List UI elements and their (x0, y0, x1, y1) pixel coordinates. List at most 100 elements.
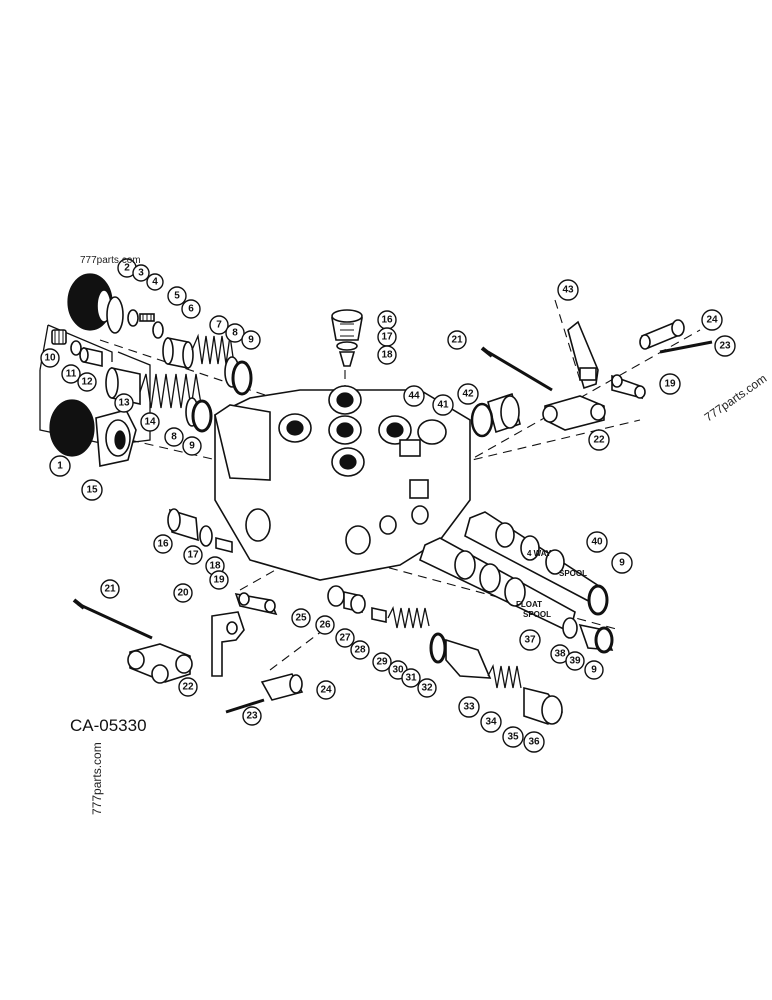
pin-24-top (639, 319, 685, 350)
svg-text:9: 9 (248, 335, 254, 346)
callout-3: 3 (132, 264, 150, 282)
callout-23-top: 23 (714, 335, 736, 357)
o-ring-5 (152, 321, 164, 339)
svg-text:3: 3 (138, 268, 144, 279)
callout-9-spool-upper: 9 (611, 552, 633, 574)
washer-31 (429, 632, 447, 664)
shim-2 (106, 296, 124, 334)
callout-44: 44 (403, 385, 425, 407)
callout-19-left: 19 (209, 570, 229, 590)
svg-text:29: 29 (376, 657, 388, 668)
svg-text:1: 1 (57, 461, 63, 472)
callout-24-left: 24 (316, 680, 336, 700)
spring-34 (487, 663, 522, 689)
seal-3 (127, 309, 139, 327)
svg-text:38: 38 (554, 649, 566, 660)
svg-text:6: 6 (188, 304, 194, 315)
float-spool-label-line2: SPOOL (523, 610, 551, 619)
callout-29: 29 (372, 652, 392, 672)
callout-17-top: 17 (377, 327, 397, 347)
svg-text:43: 43 (562, 285, 574, 296)
o-ring-9-spool-upper (587, 584, 609, 616)
seal-42 (487, 392, 521, 434)
cotter-23-top (659, 340, 713, 354)
callout-11: 11 (61, 364, 81, 384)
poppet-18-left (215, 536, 233, 554)
callout-26: 26 (315, 615, 335, 635)
svg-text:4: 4 (152, 277, 158, 288)
svg-text:15: 15 (86, 485, 98, 496)
svg-text:41: 41 (437, 400, 449, 411)
svg-text:37: 37 (524, 635, 536, 646)
callout-28: 28 (350, 640, 370, 660)
spring-7 (191, 333, 235, 365)
relief-plug-16-top (331, 309, 363, 341)
cotter-23-left (225, 698, 265, 714)
callout-40: 40 (586, 531, 608, 553)
svg-text:23: 23 (246, 711, 258, 722)
callout-22-top: 22 (588, 429, 610, 451)
svg-text:8: 8 (232, 328, 238, 339)
svg-text:22: 22 (593, 435, 605, 446)
spool-37-float (419, 537, 576, 634)
svg-text:16: 16 (381, 315, 393, 326)
callout-1: 1 (49, 455, 71, 477)
watermark-right: 777parts.com (702, 371, 770, 424)
four-way-spool-label-line1: 4 WAY (527, 549, 552, 558)
svg-text:7: 7 (216, 320, 222, 331)
callout-5: 5 (167, 286, 187, 306)
washer-38 (562, 617, 578, 639)
poppet-18-top (338, 351, 356, 367)
handle-20 (211, 611, 245, 677)
callout-32: 32 (417, 678, 437, 698)
callout-39: 39 (565, 651, 585, 671)
sleeve-6 (162, 337, 194, 369)
svg-text:35: 35 (507, 732, 519, 743)
cap-1-bottom (49, 399, 95, 457)
svg-text:31: 31 (405, 673, 417, 684)
clevis-22-left (127, 643, 193, 684)
svg-text:34: 34 (485, 717, 497, 728)
svg-text:33: 33 (463, 702, 475, 713)
callout-4: 4 (146, 273, 164, 291)
svg-text:20: 20 (177, 588, 189, 599)
handle-43 (567, 320, 599, 390)
cap-1-top (67, 273, 113, 331)
housing-15 (95, 409, 137, 467)
valve-body-44 (214, 385, 471, 581)
svg-text:9: 9 (619, 558, 625, 569)
spring-29 (387, 606, 430, 629)
o-ring-9-top (231, 360, 253, 396)
callout-25: 25 (291, 608, 311, 628)
four-way-spool-label-line2: SPOOL (559, 569, 587, 578)
callout-10: 10 (40, 348, 60, 368)
svg-text:19: 19 (213, 575, 225, 586)
housing-32 (445, 638, 492, 679)
svg-text:32: 32 (421, 683, 433, 694)
callout-16-top: 16 (377, 310, 397, 330)
screw-4 (139, 313, 155, 322)
pin-24-left (260, 673, 304, 701)
cap-39 (578, 623, 614, 654)
callout-8-top: 8 (225, 323, 245, 343)
callout-43: 43 (557, 279, 579, 301)
svg-text:26: 26 (319, 620, 331, 631)
svg-text:23: 23 (719, 341, 731, 352)
svg-text:30: 30 (392, 665, 404, 676)
callout-8-bottom: 8 (164, 427, 184, 447)
svg-text:24: 24 (706, 315, 718, 326)
relief-plug-16-left (167, 508, 199, 542)
callout-24-top: 24 (701, 309, 723, 331)
callout-41: 41 (432, 394, 454, 416)
svg-text:18: 18 (381, 350, 393, 361)
callout-15: 15 (81, 479, 103, 501)
callout-9-spool-lower: 9 (584, 660, 604, 680)
svg-text:12: 12 (81, 377, 93, 388)
svg-text:9: 9 (189, 441, 195, 452)
svg-text:27: 27 (339, 633, 351, 644)
svg-text:39: 39 (569, 656, 581, 667)
callout-group: 1 2 3 4 5 6 7 8 8 9 9 9 9 10 11 12 13 14… (40, 258, 736, 753)
o-ring-9-bottom (191, 399, 213, 433)
svg-text:21: 21 (104, 584, 116, 595)
link-19-top (611, 374, 646, 400)
